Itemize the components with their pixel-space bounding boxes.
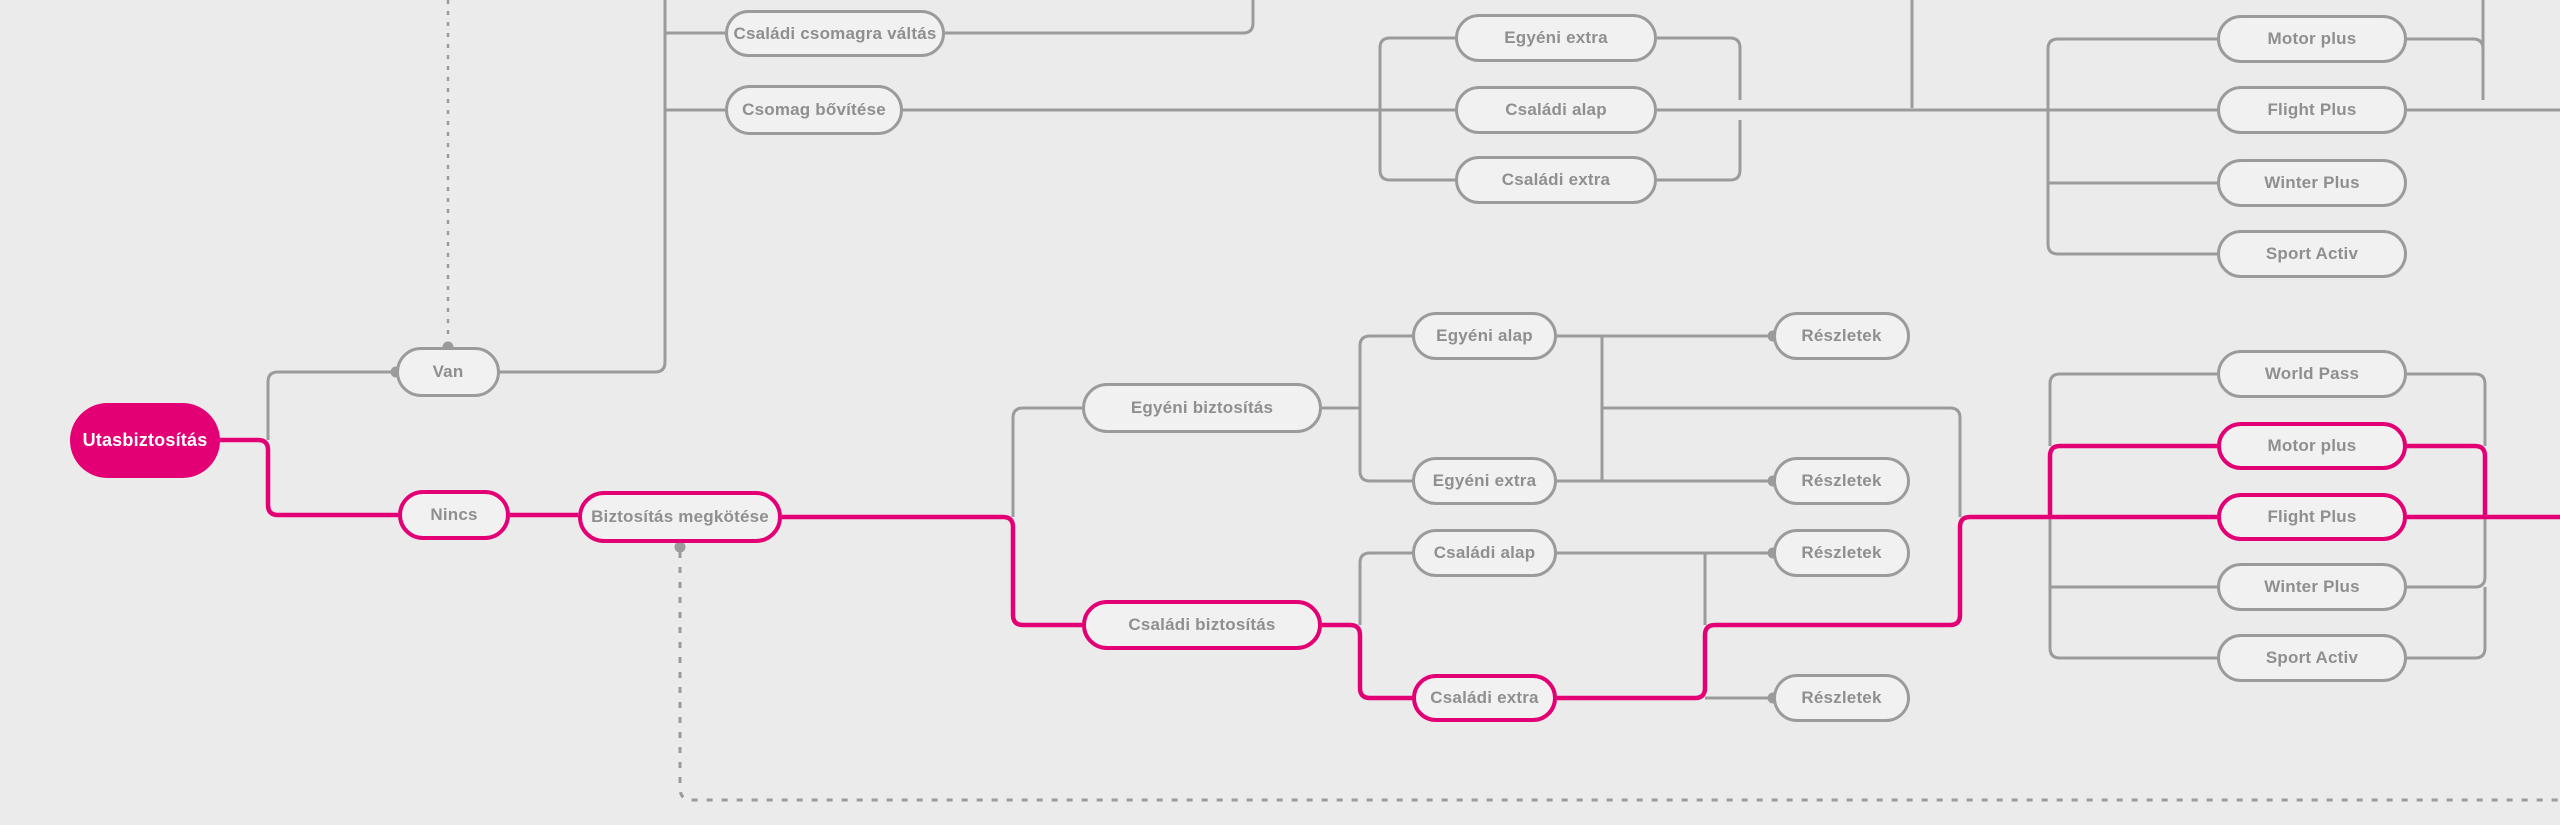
node-egyeni-extra[interactable]: Egyéni extra (1412, 457, 1557, 505)
edge-plan-merge-sport (2407, 587, 2487, 660)
node-csomag-bovitese[interactable]: Csomag bővítése (725, 85, 903, 135)
node-world-pass-label: World Pass (2264, 364, 2360, 383)
edge-topright-branch-sport (2046, 110, 2217, 256)
node-van[interactable]: Van (396, 347, 500, 397)
node-motor-plus-top-label: Motor plus (2267, 29, 2357, 48)
node-flight-plus[interactable]: Flight Plus (2217, 493, 2407, 541)
node-csaladi-extra-top-label: Családi extra (1501, 170, 1611, 189)
edge-plan-branch-sport (2048, 517, 2217, 660)
node-reszletek-egyeni-alap[interactable]: Részletek (1773, 312, 1910, 360)
node-egyeni-extra-top-label: Egyéni extra (1504, 28, 1608, 47)
node-motor-plus[interactable]: Motor plus (2217, 422, 2407, 470)
edge-plan-branch-world (2048, 372, 2217, 446)
node-csaladi-csomagra-valtas-label: Családi csomagra váltás (733, 23, 937, 43)
node-nincs[interactable]: Nincs (398, 490, 510, 540)
edge-egyeni-merge-out (1602, 406, 1962, 517)
node-reszletek-egyeni-extra-label: Részletek (1801, 471, 1882, 490)
edge-plan-merge-winter (2407, 517, 2487, 589)
node-csaladi-alap-top[interactable]: Családi alap (1455, 86, 1657, 134)
node-csaladi-csomagra-valtas[interactable]: Családi csomagra váltás (725, 10, 945, 57)
edge-topright-merge-motor (2407, 37, 2485, 100)
edge-megkotese-csaladi (782, 514, 1082, 628)
node-egyeni-biztositas[interactable]: Egyéni biztosítás (1082, 383, 1322, 433)
edge-van-up (500, 0, 667, 374)
node-sport-activ[interactable]: Sport Activ (2217, 634, 2407, 682)
node-egyeni-biztositas-label: Egyéni biztosítás (1130, 398, 1274, 417)
edge-dashed-megkotese (678, 552, 2560, 802)
node-csaladi-alap-top-label: Családi alap (1505, 100, 1607, 119)
edge-plan-merge-motor (2407, 443, 2488, 517)
edge-plan-branch-motor (2047, 443, 2217, 517)
node-csaladi-extra[interactable]: Családi extra (1412, 674, 1557, 722)
node-utasbiztositas-label: Utasbiztosítás (82, 430, 208, 450)
node-reszletek-egyeni-alap-label: Részletek (1801, 326, 1882, 345)
node-motor-plus-top[interactable]: Motor plus (2217, 15, 2407, 63)
node-winter-plus[interactable]: Winter Plus (2217, 563, 2407, 611)
edge-valtas-up (945, 0, 1255, 35)
node-reszletek-csaladi-extra-label: Részletek (1801, 688, 1882, 707)
node-reszletek-csaladi-alap[interactable]: Részletek (1773, 529, 1910, 577)
node-csaladi-alap-label: Családi alap (1433, 543, 1536, 562)
node-world-pass[interactable]: World Pass (2217, 350, 2407, 398)
node-csaladi-biztositas[interactable]: Családi biztosítás (1082, 600, 1322, 650)
node-nincs-label: Nincs (430, 505, 478, 524)
node-csaladi-biztositas-label: Családi biztosítás (1128, 615, 1276, 634)
node-van-label: Van (432, 362, 464, 381)
node-egyeni-extra-label: Egyéni extra (1432, 471, 1537, 490)
node-reszletek-csaladi-alap-label: Részletek (1801, 543, 1882, 562)
node-winter-plus-top-label: Winter Plus (2264, 173, 2360, 192)
node-sport-activ-top[interactable]: Sport Activ (2217, 230, 2407, 278)
node-egyeni-alap-label: Egyéni alap (1436, 326, 1533, 345)
edge-cextra-to-plans (1557, 514, 2050, 701)
node-biztositas-megkotese-label: Biztosítás megkötése (591, 507, 769, 526)
node-reszletek-csaladi-extra[interactable]: Részletek (1773, 674, 1910, 722)
node-flight-plus-top[interactable]: Flight Plus (2217, 86, 2407, 134)
node-reszletek-egyeni-extra[interactable]: Részletek (1773, 457, 1910, 505)
node-utasbiztositas[interactable]: Utasbiztosítás (70, 403, 220, 478)
node-winter-plus-label: Winter Plus (2264, 577, 2360, 596)
node-csomag-bovitese-label: Csomag bővítése (742, 100, 886, 119)
node-csaladi-extra-label: Családi extra (1430, 688, 1539, 707)
node-csaladi-extra-top[interactable]: Családi extra (1455, 156, 1657, 204)
node-sport-activ-top-label: Sport Activ (2265, 244, 2359, 263)
edge-egyeni-branch-alap (1358, 334, 1412, 408)
node-sport-activ-label: Sport Activ (2265, 648, 2359, 667)
node-flight-plus-label: Flight Plus (2267, 507, 2357, 526)
edge-top-merge-lower (1657, 120, 1742, 182)
dot-megkotese-bottom (674, 541, 686, 553)
node-biztositas-megkotese[interactable]: Biztosítás megkötése (578, 491, 782, 543)
edge-egyeni-branch-extra (1358, 408, 1412, 483)
edge-root-to-nincs (220, 437, 398, 518)
node-csaladi-alap[interactable]: Családi alap (1412, 529, 1557, 577)
edge-branch-egyeni (1011, 406, 1082, 517)
edge-top-merge-upper (1657, 36, 1742, 100)
node-flight-plus-top-label: Flight Plus (2267, 100, 2357, 119)
edge-csaladi-branch-alap (1358, 551, 1412, 625)
node-egyeni-extra-top[interactable]: Egyéni extra (1455, 14, 1657, 62)
node-motor-plus-label: Motor plus (2267, 436, 2357, 455)
edge-topright-branch-motor (2046, 37, 2217, 110)
edge-root-to-van (266, 370, 392, 440)
edge-plan-merge-world (2407, 372, 2487, 446)
edge-csaladi-branch-extra (1322, 622, 1412, 701)
node-winter-plus-top[interactable]: Winter Plus (2217, 159, 2407, 207)
node-egyeni-alap[interactable]: Egyéni alap (1412, 312, 1557, 360)
